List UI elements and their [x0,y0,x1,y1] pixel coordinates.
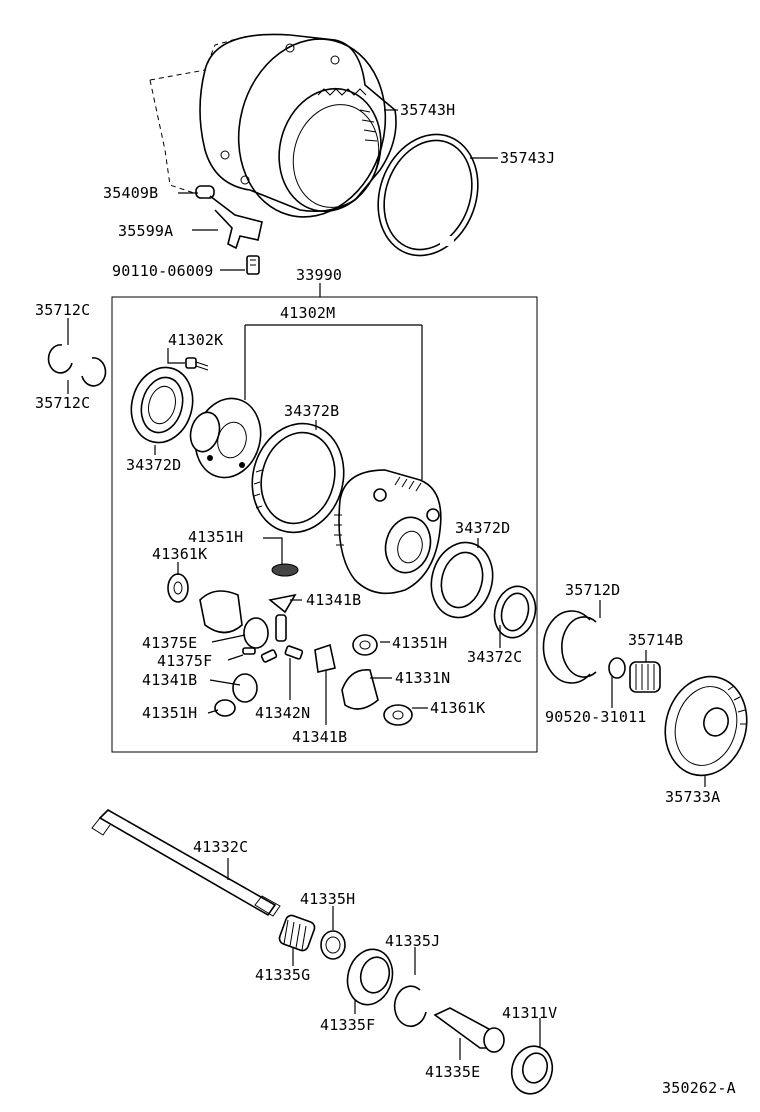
label-41335G: 41335G [255,966,310,984]
bracket-assembly [195,185,263,275]
label-35733A: 35733A [665,788,720,806]
pinion-gears-and-washers [167,563,413,726]
label-35712C-bottom: 35712C [35,394,90,412]
label-33990: 33990 [296,266,342,284]
label-41351H-bottom: 41351H [142,704,197,722]
transaxle-housing [149,33,397,218]
shaft-41332C [91,809,281,917]
differential-assembly-box [111,296,538,753]
race-34372C [493,585,537,639]
label-34372C: 34372C [467,648,522,666]
bearing-34372D-right [430,541,494,619]
label-41332C: 41332C [193,838,248,856]
snap-ring-35743J [377,133,479,257]
label-41331N: 41331N [395,669,450,687]
differential-case-right [334,469,442,595]
label-41311V: 41311V [502,1004,557,1022]
label-41335H: 41335H [300,890,355,908]
label-41341B-left: 41341B [142,671,197,689]
label-34372B: 34372B [284,402,339,420]
label-41335E: 41335E [425,1063,480,1081]
label-41302M: 41302M [280,304,335,322]
drawing-number: 350262-A [662,1079,736,1097]
label-41351H-top: 41351H [188,528,243,546]
label-35712D: 35712D [565,581,620,599]
label-90110-06009: 90110-06009 [112,262,214,280]
label-35743H: 35743H [400,101,455,119]
lower-bearings [278,914,554,1095]
label-41341B-top: 41341B [306,591,361,609]
leader-lines [67,109,706,1060]
part-labels: 35743H 35743J 35409B 35599A 90110-06009 … [35,101,736,1097]
bearing-34372D-left [130,366,194,444]
label-41302K: 41302K [168,331,223,349]
ring-gear-34372B [251,422,345,534]
label-41361K-right: 41361K [430,699,485,717]
label-35743J: 35743J [500,149,555,167]
label-41341B-bottom: 41341B [292,728,347,746]
label-41375E: 41375E [142,634,197,652]
label-90520-31011: 90520-31011 [545,708,647,726]
label-35409B: 35409B [103,184,158,202]
label-35712C-top: 35712C [35,301,90,319]
label-41342N: 41342N [255,704,310,722]
label-41361K-left: 41361K [152,545,207,563]
snap-rings-35712C [47,344,107,387]
label-41335F: 41335F [320,1016,375,1034]
label-35714B: 35714B [628,631,683,649]
label-41335J: 41335J [385,932,440,950]
right-side-parts [542,610,748,777]
label-34372D-left: 34372D [126,456,181,474]
differential-case-left [189,397,262,479]
label-41375F: 41375F [157,652,212,670]
label-35599A: 35599A [118,222,173,240]
label-41351H-mid: 41351H [392,634,447,652]
bolt-41302K [185,357,209,371]
label-34372D-right: 34372D [455,519,510,537]
